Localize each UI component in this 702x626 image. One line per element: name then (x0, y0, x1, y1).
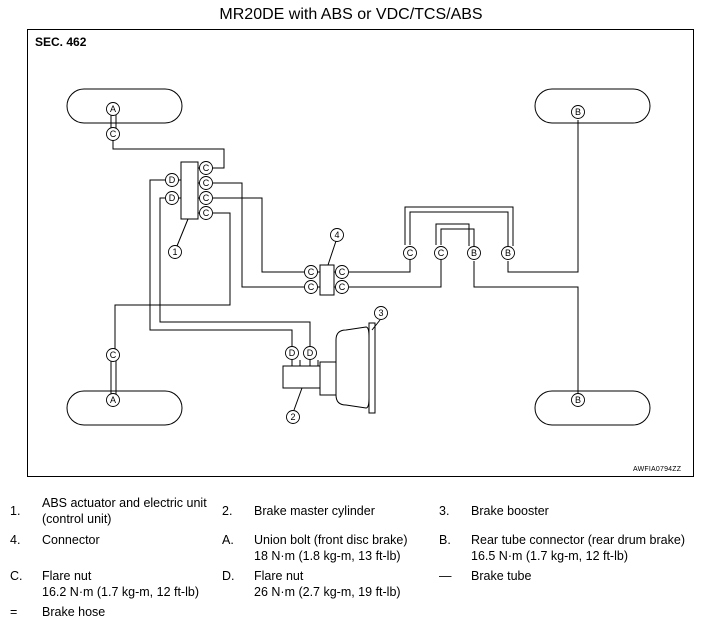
legend-text-3: Brake booster (471, 504, 549, 518)
abs-actuator (180, 161, 199, 220)
legend-line: Flare nut (254, 569, 304, 583)
callout-number-3: 3 (378, 308, 383, 318)
legend-line: 16.5 N·m (1.7 kg-m, 12 ft-lb) (471, 549, 628, 563)
section-label: SEC. 462 (35, 35, 87, 49)
brake-booster (335, 326, 370, 409)
legend-line: Flare nut (42, 569, 92, 583)
callout-a-front-left: A (110, 104, 116, 114)
callout-c-front-left: C (110, 129, 117, 139)
legend-key-4: 4. (10, 533, 21, 547)
callout-d-master-2: D (307, 348, 314, 358)
legend-key-1: 1. (10, 504, 21, 518)
brake-tubes (112, 120, 579, 393)
callout-d-master-1: D (289, 348, 296, 358)
legend-line: (control unit) (42, 512, 112, 526)
legend-line: Union bolt (front disc brake) (254, 533, 408, 547)
legend-key-a: A. (222, 533, 234, 547)
callout-b-front-right: B (575, 107, 581, 117)
legend-key-b: B. (439, 533, 451, 547)
figure-code: AWFIA0794ZZ (633, 466, 682, 473)
callout-number-1: 1 (172, 247, 177, 257)
callout-c-abs-2: C (203, 178, 210, 188)
legend-line: ABS actuator and electric unit (42, 496, 207, 510)
wheel-front-left (66, 88, 183, 124)
legend-text-tube: Brake tube (471, 569, 532, 583)
callout-b-rear-right: B (575, 395, 581, 405)
callout-c-connector-1: C (308, 267, 315, 277)
legend-text-b: Rear tube connector (rear drum brake) 16… (471, 532, 685, 564)
callout-number-2: 2 (290, 412, 295, 422)
diagram-title: MR20DE with ABS or VDC/TCS/ABS (219, 6, 483, 23)
legend-text-hose: Brake hose (42, 605, 106, 619)
wheel-rear-left (66, 390, 183, 426)
callout-c-connector-4: C (339, 282, 346, 292)
callout-c-abs-3: C (203, 193, 210, 203)
legend-line: 18 N·m (1.8 kg-m, 13 ft-lb) (254, 549, 401, 563)
legend-key-2: 2. (222, 504, 233, 518)
legend-key-c: C. (10, 569, 23, 583)
legend-key-d: D. (222, 569, 235, 583)
callout-number-4: 4 (334, 230, 339, 240)
callout-c-connector-3: C (339, 267, 346, 277)
callout-c-connector-2: C (308, 282, 315, 292)
wheel-front-right (534, 88, 651, 124)
legend-text-c: Flare nut 16.2 N·m (1.7 kg-m, 12 ft-lb) (42, 568, 199, 600)
callout-a-rear-left: A (110, 395, 116, 405)
legend-text-a: Union bolt (front disc brake) 18 N·m (1.… (254, 532, 408, 564)
wheel-rear-right (534, 390, 651, 426)
legend-line: 26 N·m (2.7 kg-m, 19 ft-lb) (254, 585, 401, 599)
brake-master-cylinder (282, 365, 321, 389)
legend-text-1: ABS actuator and electric unit (control … (42, 495, 207, 527)
legend-text-2: Brake master cylinder (254, 504, 375, 518)
callout-d-abs-2: D (169, 193, 176, 203)
legend-line: 16.2 N·m (1.7 kg-m, 12 ft-lb) (42, 585, 199, 599)
callout-c-abs-1: C (203, 163, 210, 173)
callout-c-rear-left: C (110, 350, 117, 360)
callout-d-abs-1: D (169, 175, 176, 185)
callout-b-rear-1: B (471, 248, 477, 258)
callout-c-rear-2: C (438, 248, 445, 258)
callout-c-rear-1: C (407, 248, 414, 258)
legend-text-4: Connector (42, 533, 100, 547)
legend-key-3: 3. (439, 504, 450, 518)
brake-hose-rear-left (110, 359, 117, 396)
callout-b-rear-2: B (505, 248, 511, 258)
legend-text-d: Flare nut 26 N·m (2.7 kg-m, 19 ft-lb) (254, 568, 401, 600)
diagram-frame (27, 29, 694, 477)
legend-key-tube: — (439, 569, 452, 583)
callout-c-abs-4: C (203, 208, 210, 218)
legend-key-hose: = (10, 605, 18, 619)
legend-line: Rear tube connector (rear drum brake) (471, 533, 685, 547)
connector-4 (319, 264, 335, 296)
